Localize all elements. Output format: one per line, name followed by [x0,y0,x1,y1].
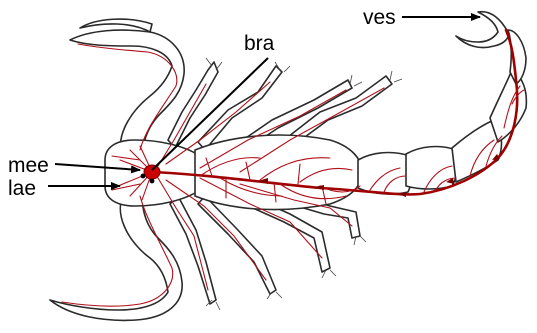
label-lae: lae [8,177,36,200]
label-mee: mee [8,154,49,177]
label-bra: bra [244,32,275,55]
label-ves: ves [363,6,396,29]
